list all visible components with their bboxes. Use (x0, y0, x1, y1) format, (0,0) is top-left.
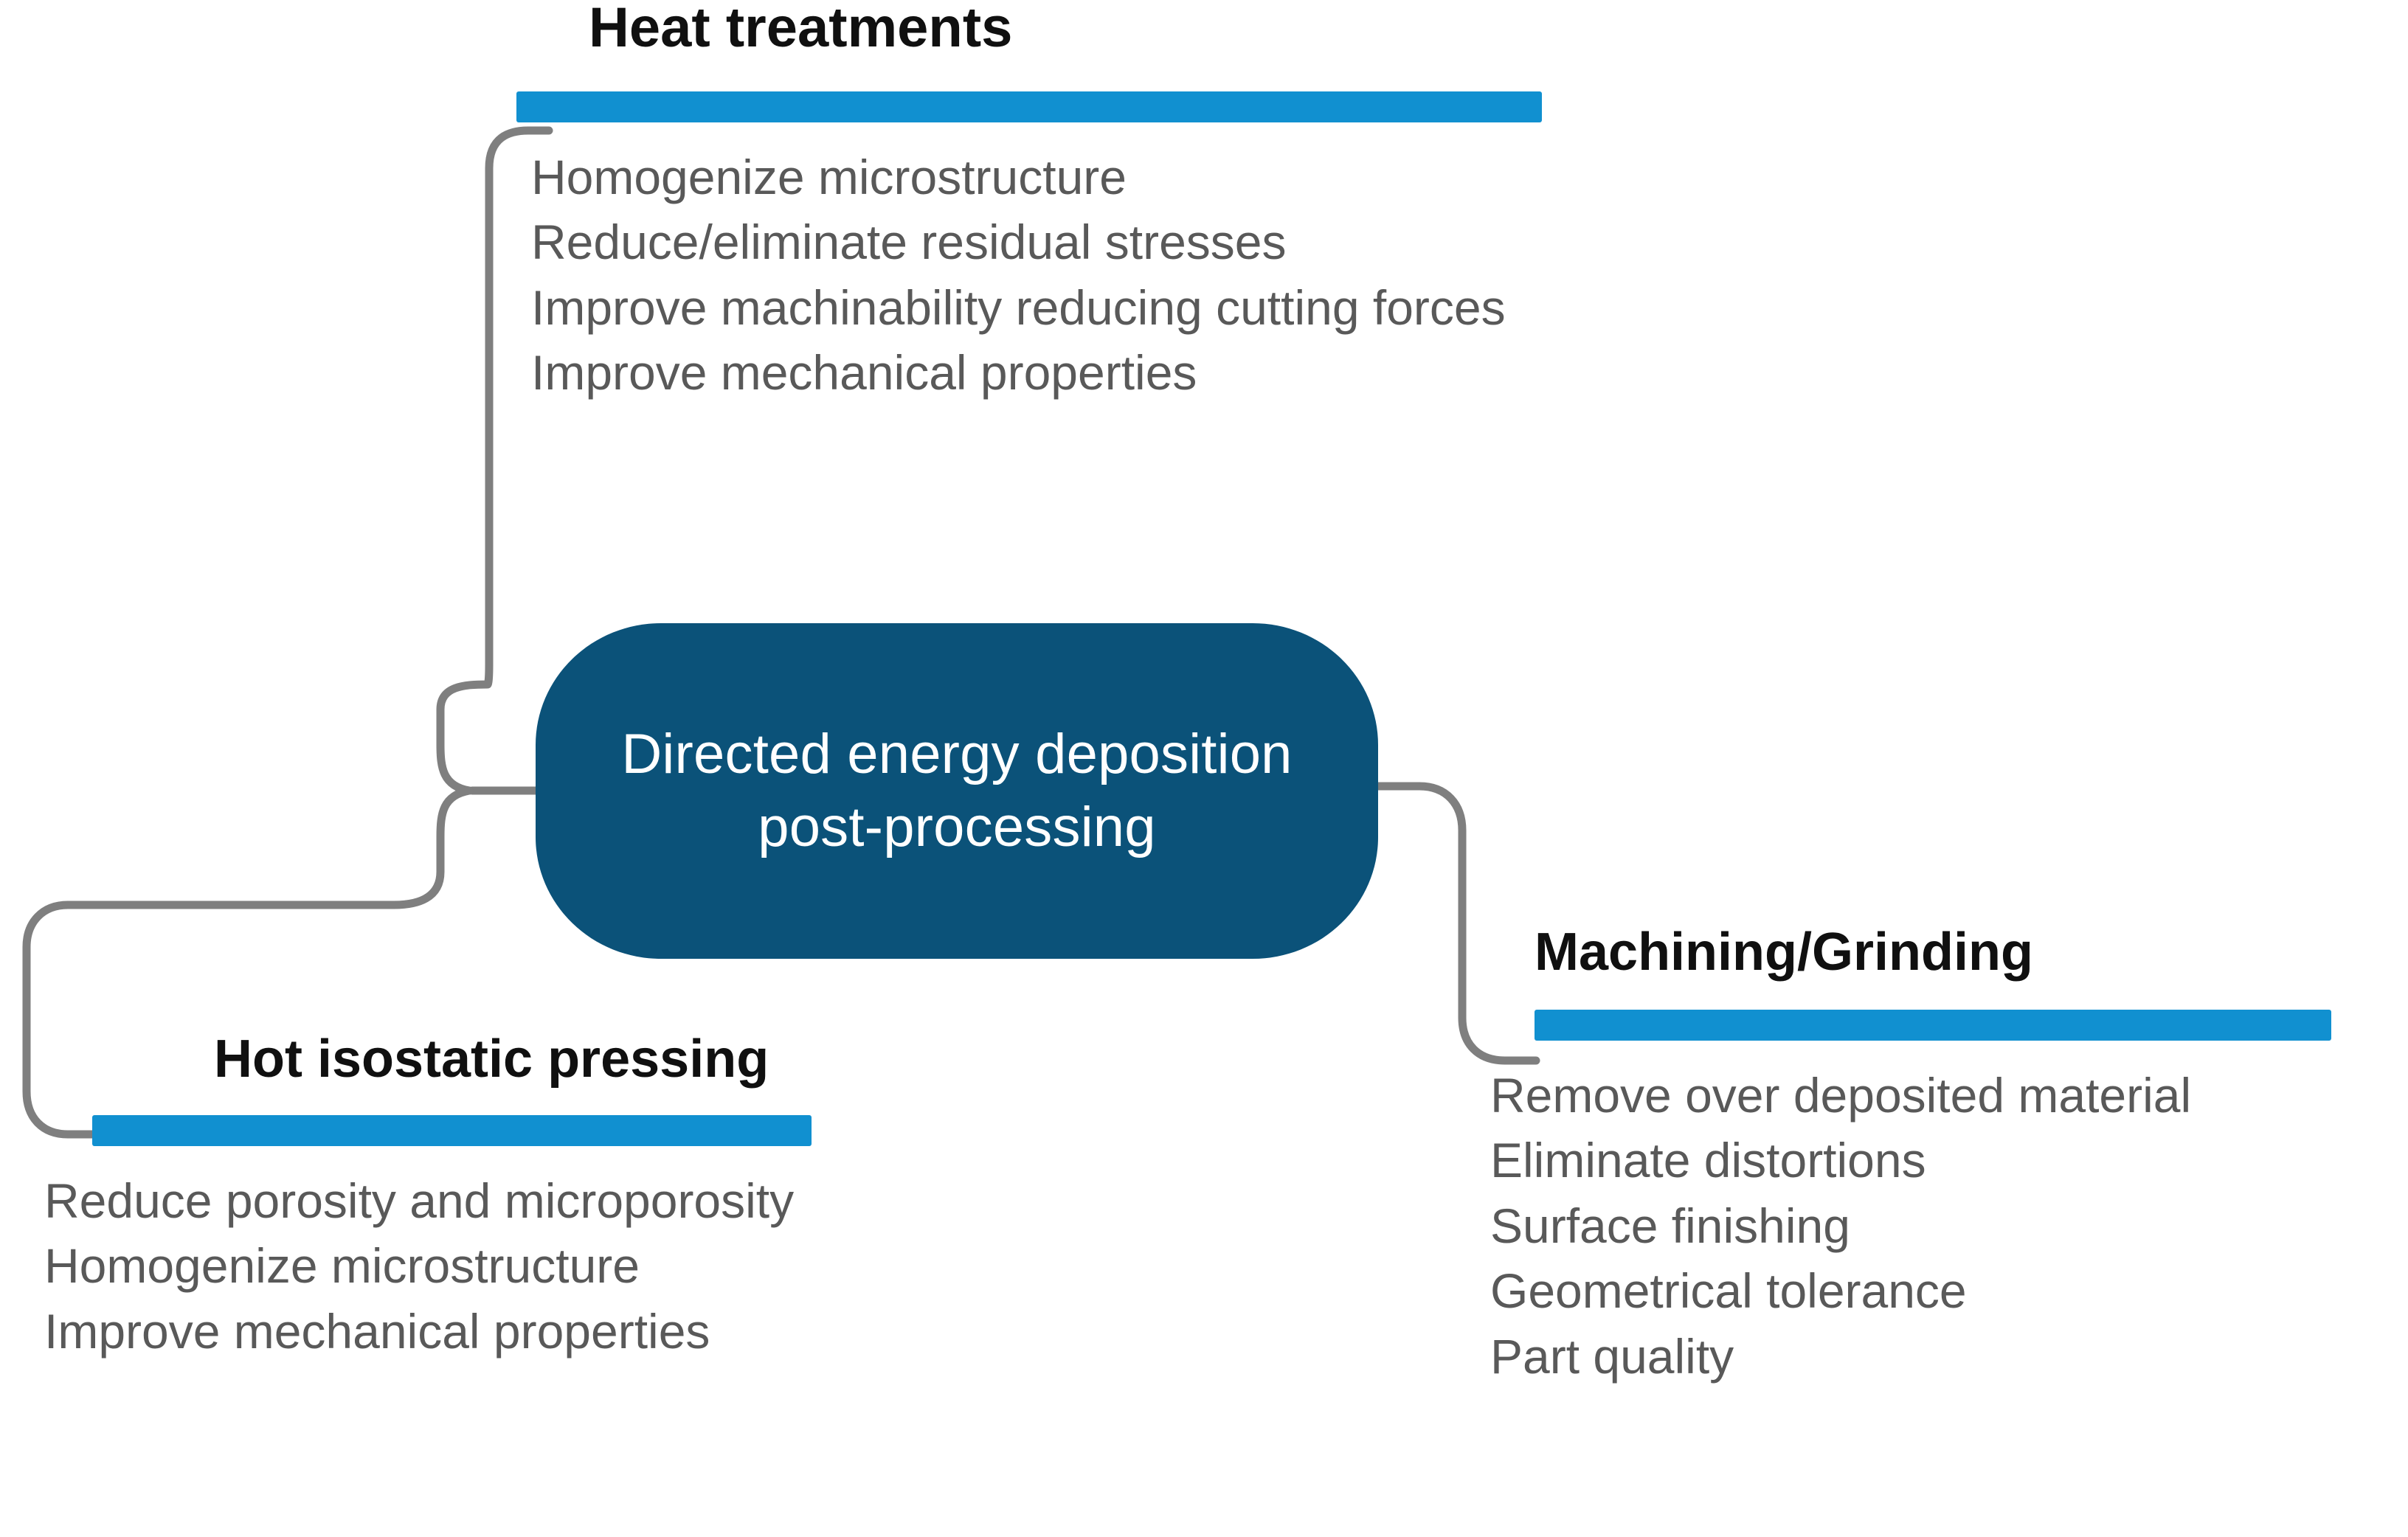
branch-list-machining-grinding: Remove over deposited material Eliminate… (1490, 1063, 2398, 1389)
branch-hot-isostatic-pressing[interactable]: Hot isostatic pressing Reduce porosity a… (44, 1033, 1099, 1364)
list-item: Improve mechanical properties (44, 1303, 710, 1359)
list-item: Reduce/eliminate residual stresses (531, 215, 1287, 270)
list-item: Geometrical tolerance (1490, 1263, 1967, 1319)
branch-list-heat-treatments: Homogenize microstructure Reduce/elimina… (531, 145, 1586, 406)
branch-title-machining-grinding: Machining/Grinding (1535, 923, 2033, 982)
list-item: Homogenize microstructure (44, 1238, 640, 1294)
branch-bar-machining-grinding (1535, 1010, 2331, 1041)
central-node[interactable]: Directed energy deposition post-processi… (536, 623, 1378, 959)
branch-list-hot-isostatic-pressing: Reduce porosity and microporosity Homoge… (44, 1168, 1099, 1364)
list-item: Improve machinability reducing cutting f… (531, 280, 1506, 335)
branch-machining-grinding[interactable]: Machining/Grinding Remove over deposited… (1490, 926, 2398, 1389)
list-item: Remove over deposited material (1490, 1068, 2192, 1123)
branch-title-heat-treatments: Heat treatments (589, 0, 1013, 59)
list-item: Eliminate distortions (1490, 1133, 1926, 1188)
list-item: Reduce porosity and microporosity (44, 1173, 795, 1228)
list-item: Surface finishing (1490, 1198, 1850, 1253)
central-node-label: Directed energy deposition post-processi… (621, 722, 1293, 858)
branch-heat-treatments[interactable]: Heat treatments Homogenize microstructur… (516, 0, 1586, 406)
list-item: Improve mechanical properties (531, 345, 1197, 400)
list-item: Part quality (1490, 1328, 1734, 1384)
branch-title-hot-isostatic-pressing: Hot isostatic pressing (214, 1030, 769, 1089)
list-item: Homogenize microstructure (531, 150, 1127, 204)
branch-bar-hot-isostatic-pressing (92, 1115, 812, 1146)
branch-bar-heat-treatments (516, 91, 1542, 122)
